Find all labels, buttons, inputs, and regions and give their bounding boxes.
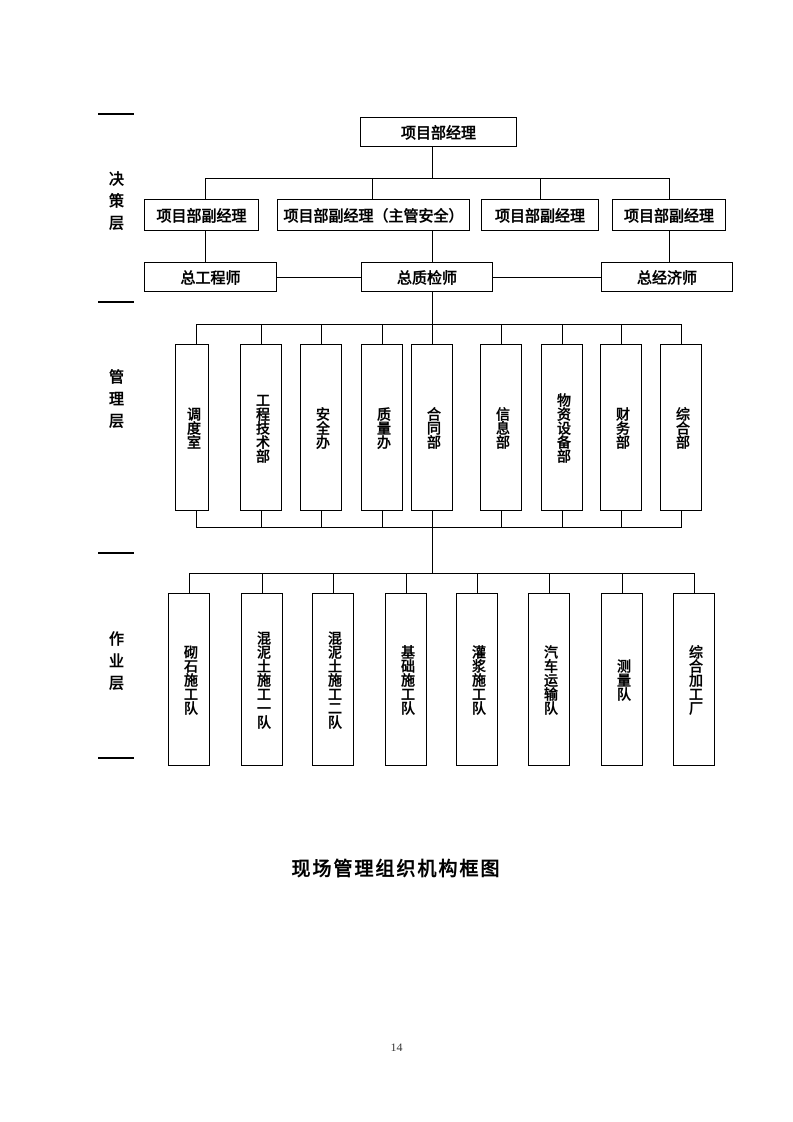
connector-line (262, 573, 263, 593)
connector-line (189, 573, 190, 593)
connector-line (406, 573, 407, 593)
layer-tick-line (98, 757, 134, 759)
connector-line (562, 324, 563, 344)
connector-line (205, 231, 206, 262)
dept-box-finance: 财务部 (600, 344, 642, 511)
connector-line (562, 511, 563, 527)
org-box-deputy-manager-1: 项目部副经理 (144, 199, 259, 231)
connector-line (432, 527, 433, 573)
org-box-deputy-manager-3: 项目部副经理 (481, 199, 599, 231)
org-box-chief-economist: 总经济师 (601, 262, 733, 292)
team-box-concrete-1: 混泥土施工一队 (241, 593, 283, 766)
team-box-foundation: 基础施工队 (385, 593, 427, 766)
connector-line (669, 178, 670, 199)
dept-box-materials-equipment: 物资设备部 (541, 344, 583, 511)
connector-line (621, 324, 622, 344)
connector-line (321, 511, 322, 527)
connector-line (681, 511, 682, 527)
connector-line (277, 277, 361, 278)
connector-line (372, 178, 373, 199)
connector-line (261, 511, 262, 527)
connector-line (432, 147, 433, 178)
layer-tick-line (98, 113, 134, 115)
connector-line (196, 511, 197, 527)
dept-box-quality-office: 质量办 (361, 344, 403, 511)
org-box-chief-engineer: 总工程师 (144, 262, 277, 292)
dept-box-safety-office: 安全办 (300, 344, 342, 511)
connector-line (333, 573, 334, 593)
connector-line (477, 573, 478, 593)
connector-line (261, 324, 262, 344)
team-box-vehicle-transport: 汽车运输队 (528, 593, 570, 766)
connector-line (621, 511, 622, 527)
layer-label-management: 管理层 (107, 369, 123, 435)
team-box-grouting: 灌浆施工队 (456, 593, 498, 766)
org-box-deputy-manager-4: 项目部副经理 (612, 199, 726, 231)
connector-line (205, 178, 206, 199)
connector-line (493, 277, 601, 278)
connector-line (549, 573, 550, 593)
connector-line (321, 324, 322, 344)
connector-line (189, 573, 695, 574)
connector-line (432, 292, 433, 324)
layer-tick-line (98, 552, 134, 554)
connector-line (669, 231, 670, 262)
layer-label-decision: 决策层 (107, 171, 123, 237)
dept-box-information: 信息部 (480, 344, 522, 511)
org-box-chief-quality-inspector: 总质检师 (361, 262, 493, 292)
dept-box-dispatch-office: 调度室 (175, 344, 209, 511)
dept-box-engineering-tech: 工程技术部 (240, 344, 282, 511)
org-box-project-manager: 项目部经理 (360, 117, 517, 147)
page-number: 14 (390, 1040, 403, 1054)
connector-line (432, 231, 433, 262)
connector-line (540, 178, 541, 199)
dept-box-contract: 合同部 (411, 344, 453, 511)
connector-line (622, 573, 623, 593)
connector-line (382, 324, 383, 344)
team-box-masonry: 砌石施工队 (168, 593, 210, 766)
connector-line (501, 324, 502, 344)
org-box-deputy-manager-safety: 项目部副经理（主管安全） (277, 199, 470, 231)
layer-tick-line (98, 301, 134, 303)
connector-line (196, 324, 682, 325)
connector-line (196, 324, 197, 344)
team-box-general-processing-plant: 综合加工厂 (673, 593, 715, 766)
layer-label-operation: 作业层 (107, 631, 123, 697)
connector-line (501, 511, 502, 527)
figure-caption: 现场管理组织机构框图 (291, 859, 502, 880)
connector-line (382, 511, 383, 527)
connector-line (205, 178, 670, 179)
connector-line (432, 511, 433, 527)
connector-line (694, 573, 695, 593)
connector-line (681, 324, 682, 344)
connector-line (432, 324, 433, 344)
connector-line (196, 527, 682, 528)
dept-box-general: 综合部 (660, 344, 702, 511)
team-box-survey: 测量队 (601, 593, 643, 766)
team-box-concrete-2: 混泥土施工二队 (312, 593, 354, 766)
